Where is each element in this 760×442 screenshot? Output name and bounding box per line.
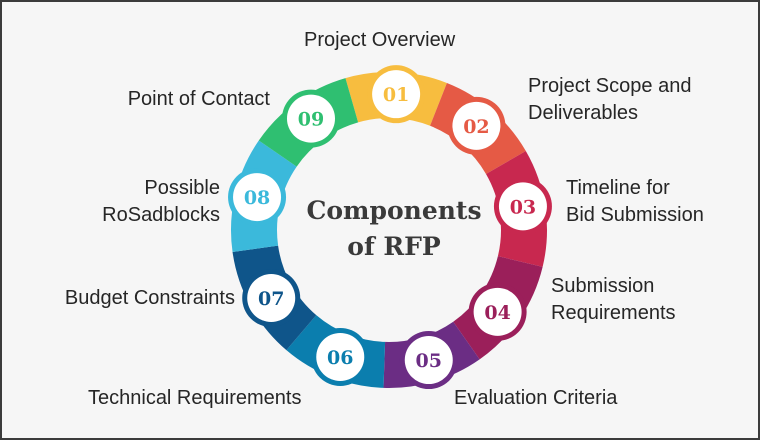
- step-badge-08: 08: [228, 168, 287, 227]
- step-label-line: Evaluation Criteria: [454, 387, 618, 409]
- step-label-line: Deliverables: [528, 102, 639, 124]
- badge-circle: [372, 70, 421, 119]
- step-label-line: Timeline for: [566, 177, 670, 199]
- badge-circle: [498, 182, 547, 231]
- step-number: 04: [484, 302, 510, 324]
- step-label-09: Point of Contact: [128, 86, 270, 113]
- step-label-line: Bid Submission: [566, 204, 704, 226]
- step-label-line: Possible: [144, 177, 220, 199]
- badge-circle: [316, 332, 365, 381]
- center-title-line-2: of RFP: [347, 232, 441, 261]
- step-number: 03: [510, 196, 536, 218]
- step-badge-09: 09: [281, 89, 340, 148]
- step-label-line: Requirements: [551, 302, 676, 324]
- step-badge-05: 05: [399, 331, 458, 390]
- center-title-line-1: Components: [306, 196, 481, 225]
- badge-circle: [404, 336, 453, 385]
- step-badge-04: 04: [468, 282, 527, 341]
- step-label-06: Technical Requirements: [88, 385, 301, 412]
- step-label-line: Budget Constraints: [64, 287, 235, 309]
- step-number: 08: [244, 187, 270, 209]
- step-label-line: RoSadblocks: [102, 204, 220, 226]
- step-badge-06: 06: [311, 327, 370, 386]
- step-number: 02: [463, 116, 489, 138]
- step-badge-07: 07: [242, 269, 301, 327]
- step-number: 05: [416, 350, 442, 372]
- badge-circle: [247, 274, 296, 322]
- step-number: 01: [383, 84, 409, 106]
- step-label-line: Point of Contact: [127, 88, 270, 110]
- step-label-line: Technical Requirements: [88, 387, 302, 409]
- step-label-line: Submission: [551, 275, 655, 297]
- step-label-line: Project Overview: [304, 29, 456, 51]
- step-badge-01: 01: [367, 65, 426, 124]
- step-label-05: Evaluation Criteria: [454, 385, 617, 412]
- step-number: 09: [298, 109, 324, 131]
- step-label-07: Budget Constraints: [65, 285, 235, 312]
- badge-circle: [286, 94, 335, 143]
- badge-circle: [473, 287, 522, 336]
- badge-circle: [233, 173, 282, 222]
- step-badge-03: 03: [493, 177, 552, 236]
- step-badge-02: 02: [447, 96, 506, 155]
- step-label-line: Project Scope and: [528, 75, 692, 97]
- center-title: Components of RFP: [306, 196, 481, 261]
- step-number: 06: [327, 347, 353, 369]
- step-badges: 01 02 03 04 05 06 07 08 09: [228, 65, 552, 390]
- step-number: 07: [258, 288, 284, 310]
- step-label-01: Project Overview: [304, 27, 455, 54]
- badge-circle: [452, 101, 501, 150]
